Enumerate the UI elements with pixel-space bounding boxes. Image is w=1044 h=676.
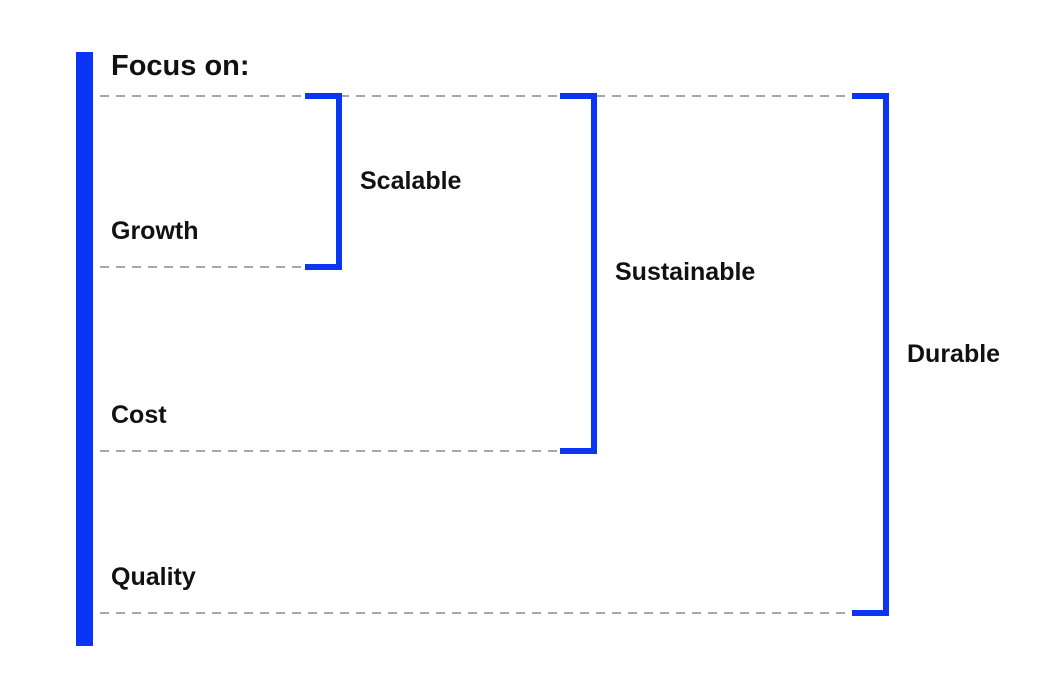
group-label-durable: Durable [907, 340, 1000, 368]
group-label-sustainable: Sustainable [615, 258, 755, 286]
group-label-scalable: Scalable [360, 167, 462, 195]
bracket-scalable [305, 93, 342, 270]
left-accent-bar [76, 52, 93, 646]
row-label-cost: Cost [111, 401, 167, 429]
row-label-quality: Quality [111, 563, 196, 591]
row-label-growth: Growth [111, 217, 199, 245]
bracket-durable [852, 93, 889, 616]
diagram-heading: Focus on: [111, 50, 250, 82]
bracket-sustainable [560, 93, 597, 454]
